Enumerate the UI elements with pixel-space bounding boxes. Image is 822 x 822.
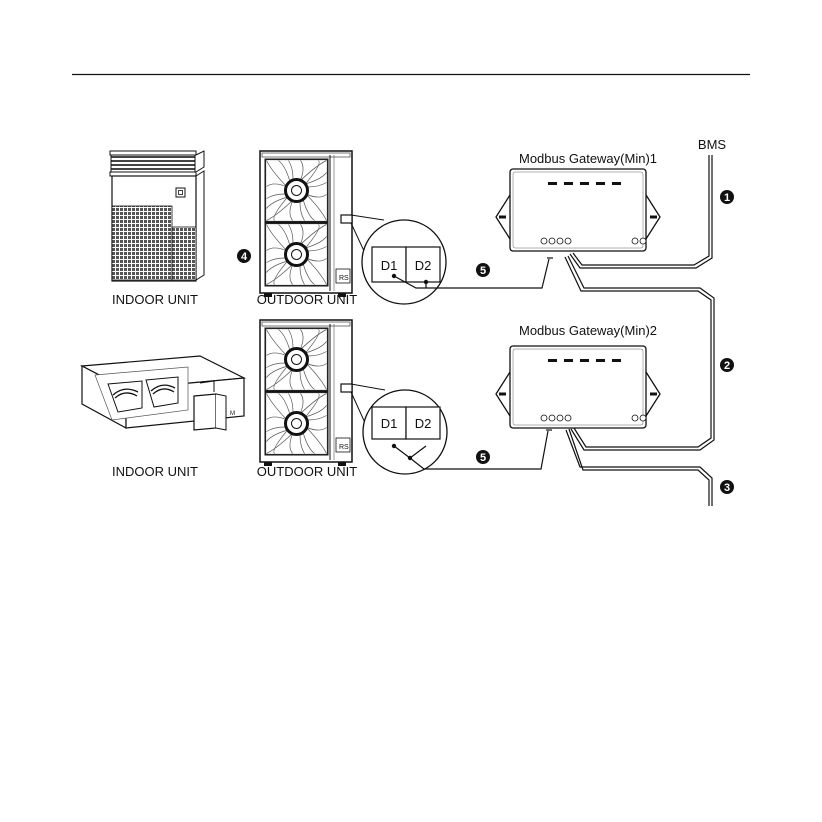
indoor-unit-ducted-icon: M [82,356,244,430]
marker-5-bottom-icon: 5 [476,450,490,464]
svg-text:4: 4 [241,251,248,263]
bms-label: BMS [698,137,727,152]
svg-text:5: 5 [480,265,486,277]
marker-1-icon: 1 [720,190,734,204]
svg-text:D2: D2 [415,258,432,273]
marker-3-icon: 3 [720,480,734,494]
gateway-2-label: Modbus Gateway(Min)2 [519,323,657,338]
indoor-unit-1-label: INDOOR UNIT [112,292,198,307]
svg-text:1: 1 [724,192,730,204]
indoor-unit-2-label: INDOOR UNIT [112,464,198,479]
svg-text:5: 5 [480,452,486,464]
gateway-2-icon [496,346,660,428]
svg-text:M: M [230,411,235,417]
outdoor-unit-2-icon [260,320,352,466]
terminal-zoom-1: D1 D2 [362,220,446,304]
gateway-1-label: Modbus Gateway(Min)1 [519,151,657,166]
outdoor-unit-1-label: OUTDOOR UNIT [257,292,357,307]
gateway-1-icon [496,169,660,251]
marker-4-icon: 4 [237,249,251,263]
svg-text:D1: D1 [381,416,398,431]
indoor-unit-cabinet-icon [110,151,204,281]
marker-2-icon: 2 [720,358,734,372]
outdoor-unit-1-icon [260,151,352,297]
wire-gateway2-onward [566,429,712,506]
svg-text:D2: D2 [415,416,432,431]
svg-text:D1: D1 [381,258,398,273]
outdoor-unit-2-label: OUTDOOR UNIT [257,464,357,479]
marker-5-top-icon: 5 [476,263,490,277]
terminal-zoom-2: D1 D2 [363,390,447,474]
svg-text:3: 3 [724,482,730,494]
svg-text:2: 2 [724,360,730,372]
